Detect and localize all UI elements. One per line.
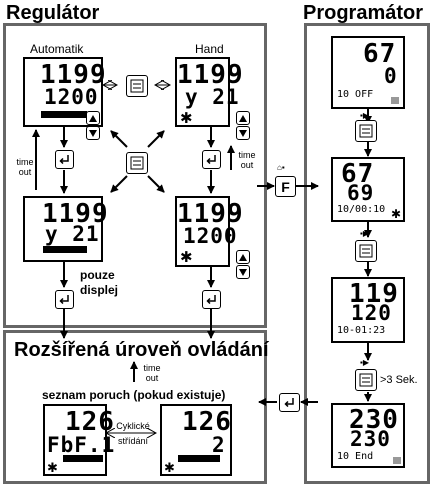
function-key-button[interactable]: F <box>275 176 296 197</box>
lcd-auto-bottom: 1199 y 21 <box>23 196 108 262</box>
lcd-line-2: y 21 <box>185 85 240 109</box>
enter-key-icon[interactable] <box>279 393 300 412</box>
lcd-bargraph <box>43 246 87 253</box>
lcd-prog-3: 119 120 10-01:23 <box>331 277 405 343</box>
lcd-fault-1: 126 FbF.1 ✱ <box>43 404 114 476</box>
enter-key-icon[interactable] <box>202 150 221 169</box>
cyclic-label: Cyklické střídání <box>116 421 150 446</box>
lcd-line-1: 1199 <box>40 60 107 90</box>
alarm-asterisk-icon: ✱ <box>391 207 402 221</box>
down-arrow-key-icon[interactable] <box>236 265 250 279</box>
program-key-icon[interactable] <box>355 120 377 142</box>
lcd-line-3: 10 OFF <box>337 89 374 100</box>
lcd-square <box>393 457 401 464</box>
lcd-line-2: FbF.1 <box>47 433 116 457</box>
enter-key-icon[interactable] <box>202 290 221 309</box>
more-than-3s-label: >3 Sek. <box>380 374 418 386</box>
lcd-bargraph <box>178 455 220 462</box>
manual-label: Hand <box>195 42 224 56</box>
up-arrow-key-icon[interactable] <box>236 250 250 264</box>
regulator-title: Regulátor <box>6 2 100 24</box>
alarm-asterisk-icon: ✱ <box>180 110 193 127</box>
time-out-label-auto: time out <box>16 157 34 177</box>
lcd-prog-2: 67 69 10/00:10 ✱ <box>331 157 405 222</box>
down-arrow-key-icon[interactable] <box>236 126 250 140</box>
alarm-asterisk-icon: ✱ <box>180 249 193 266</box>
program-mode-icon: ▪▶ <box>360 111 369 120</box>
time-out-label-extended: time out <box>143 363 161 383</box>
lcd-bargraph <box>63 455 103 462</box>
lcd-line-3: 10-01:23 <box>337 325 386 336</box>
lcd-fault-2: 126 2 ✱ <box>160 404 232 476</box>
lcd-line-2: 2 <box>212 433 226 457</box>
selector-key-icon[interactable] <box>126 75 148 97</box>
enter-key-icon[interactable] <box>55 150 74 169</box>
lcd-line-1: 119 <box>349 279 399 309</box>
lcd-line-3: 10 End <box>337 451 374 462</box>
lcd-bargraph <box>41 111 87 118</box>
up-arrow-key-icon[interactable] <box>86 111 100 125</box>
program-switch-icon: ⌂▪ <box>277 163 285 172</box>
lcd-line-2: 120 <box>351 301 392 325</box>
programmer-title: Programátor <box>303 2 424 24</box>
alarm-asterisk-icon: ✱ <box>164 460 175 475</box>
lcd-line-2: 69 <box>347 181 375 205</box>
lcd-square <box>391 97 399 104</box>
program-key-icon[interactable] <box>355 240 377 262</box>
program-mode-icon: ▪▶ <box>360 358 369 367</box>
lcd-line-1: 1199 <box>177 60 244 90</box>
display-only-label: pouze displej <box>80 268 119 297</box>
lcd-line-2: y 21 <box>45 222 100 246</box>
lcd-hand-top: 1199 y 21 ✱ <box>175 57 243 127</box>
lcd-prog-4: 230 230 10 End <box>331 403 405 468</box>
extended-title: Rozšířená úroveň ovládání <box>14 339 269 361</box>
lcd-line-2: 1200 <box>44 85 99 109</box>
automatic-label: Automatik <box>30 42 84 56</box>
time-out-label-hand: time out <box>238 150 256 170</box>
lcd-line-2: 0 <box>384 64 398 88</box>
lcd-line-1: 126 <box>65 407 115 437</box>
lcd-line-1: 1199 <box>42 199 109 229</box>
up-arrow-key-icon[interactable] <box>236 111 250 125</box>
lcd-line-1: 230 <box>349 405 399 435</box>
lcd-line-1: 1199 <box>177 199 244 229</box>
lcd-line-2: 230 <box>350 427 391 451</box>
enter-key-icon[interactable] <box>55 290 74 309</box>
fault-list-label: seznam poruch (pokud existuje) <box>42 388 226 402</box>
lcd-line-1: 67 <box>341 159 375 189</box>
down-arrow-key-icon[interactable] <box>86 126 100 140</box>
lcd-line-1: 126 <box>182 407 232 437</box>
selector-key-icon[interactable] <box>126 152 148 174</box>
lcd-line-1: 67 <box>363 39 397 69</box>
lcd-line-3: 10/00:10 <box>337 204 386 215</box>
program-key-icon[interactable] <box>355 369 377 391</box>
program-mode-icon: ▪▶ <box>360 229 369 238</box>
alarm-asterisk-icon: ✱ <box>47 460 58 475</box>
lcd-hand-bottom: 1199 1200 ✱ <box>175 196 243 267</box>
lcd-prog-1: 67 0 10 OFF <box>331 36 405 109</box>
lcd-line-2: 1200 <box>183 224 238 248</box>
